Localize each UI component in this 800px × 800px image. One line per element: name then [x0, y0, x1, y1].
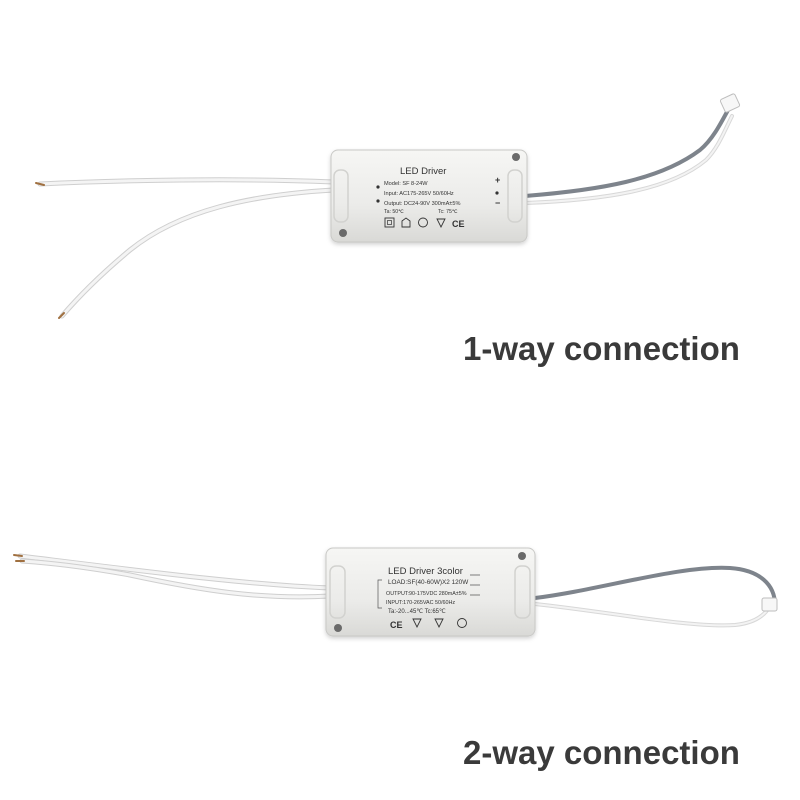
driver-bottom: LED Driver 3color LOAD:SF(40-60W)X2 120W… [13, 547, 778, 637]
label-output: OUTPUT:90-175VDC 280mA±5% [386, 591, 467, 597]
input-wires-bottom [13, 553, 333, 600]
caption-2-way: 2-way connection [463, 734, 740, 771]
end-tab-right-bottom [514, 565, 531, 619]
double-insulation-icon [384, 217, 395, 228]
connector-bottom [761, 597, 778, 612]
dot-icon [495, 191, 499, 195]
indoor-use-icon [401, 217, 411, 228]
label-input: Input: AC175-265V 50/60Hz [384, 191, 454, 197]
input-wires-top [35, 177, 336, 319]
output-wires-bottom [533, 565, 777, 628]
thermal-protect-icon [457, 618, 467, 628]
label-load: LOAD:SF(40-60W)X2 120W [388, 579, 469, 586]
f-mark-icon [412, 618, 422, 629]
mount-hole-icon [518, 552, 526, 560]
label-minus: − [495, 198, 500, 208]
ce-mark: CE [390, 620, 403, 630]
label-title: LED Driver [400, 166, 446, 177]
label-title: LED Driver 3color [388, 566, 463, 577]
caption-1-way: 1-way connection [463, 330, 740, 367]
label-plus: + [495, 175, 500, 185]
label-input: INPUT:170-265VAC 50/60Hz [386, 600, 455, 606]
mount-hole-icon [334, 624, 342, 632]
housing-top [330, 149, 528, 243]
label-top: LED Driver Model: SF 8-24W Input: AC175-… [376, 166, 500, 229]
thermal-protect-icon [418, 217, 428, 228]
housing-bottom [325, 547, 536, 637]
label-bottom: LED Driver 3color LOAD:SF(40-60W)X2 120W… [377, 566, 480, 630]
output-diagram-icon [470, 574, 480, 596]
dot-icon [376, 185, 380, 189]
end-tab-right-top [507, 169, 523, 223]
ff-mark-icon [434, 618, 444, 629]
label-ta: Ta: 50℃ [384, 209, 404, 215]
label-temps: Ta:-20...45℃ Tc:65℃ [388, 609, 446, 615]
mount-hole-icon [339, 229, 347, 237]
end-tab-left-bottom [329, 565, 346, 619]
label-model: Model: SF 8-24W [384, 181, 428, 187]
dot-icon [376, 199, 380, 203]
label-tc: Tc: 75℃ [438, 209, 458, 215]
label-output: Output: DC24-90V 300mA±5% [384, 201, 460, 207]
f-mark-icon [436, 218, 446, 229]
end-tab-left-top [333, 169, 349, 223]
ce-mark: CE [452, 219, 465, 229]
connector-top [719, 93, 741, 113]
wiring-diagram-icon [377, 579, 382, 609]
mount-hole-icon [512, 153, 520, 161]
driver-top: LED Driver Model: SF 8-24W Input: AC175-… [35, 93, 741, 319]
output-wires-top [523, 108, 734, 205]
